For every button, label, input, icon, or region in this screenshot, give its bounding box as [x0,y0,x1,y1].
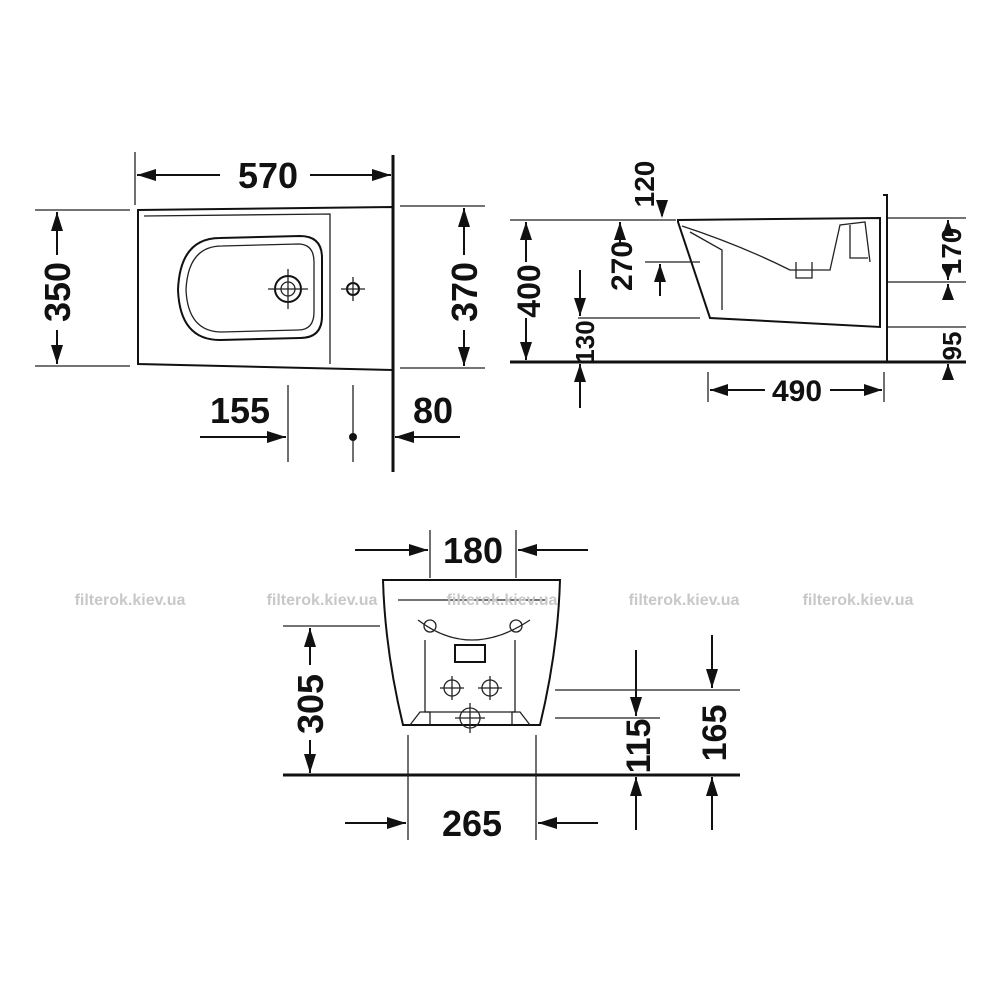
dim-front-165: 165 [696,705,734,762]
bowl-profile [681,221,871,271]
watermarks: filterok.kiev.ua filterok.kiev.ua filter… [75,592,914,609]
side-view: 120 270 400 130 170 9 [510,161,967,408]
dim-side-400: 400 [511,264,547,317]
top-view: 570 350 370 155 80 [35,152,485,472]
dim-side-130: 130 [570,320,600,363]
bidet-outline-side [677,216,881,329]
bowl-outline [176,234,323,342]
rim-inner-top [143,213,331,364]
dim-hole-wall: 80 [413,390,453,431]
watermark-1: filterok.kiev.ua [75,592,186,609]
watermark-4: filterok.kiev.ua [629,592,740,609]
dim-length: 570 [238,155,298,196]
dim-side-120: 120 [629,161,660,208]
fixing-left-icon [423,619,437,633]
dim-front-305: 305 [290,674,331,734]
dim-side-490: 490 [772,375,822,408]
dim-width-wall: 370 [444,262,485,322]
bidet-outline-top [137,205,394,372]
watermark-5: filterok.kiev.ua [803,592,914,609]
front-view: 180 305 265 115 165 [283,530,740,844]
dim-front-180: 180 [443,530,503,571]
dim-width: 350 [37,262,78,322]
dim-hole-front: 155 [210,390,270,431]
dim-front-265: 265 [442,803,502,844]
watermark-3: filterok.kiev.ua [447,592,558,609]
bidet-outline-front [381,579,562,726]
dim-side-95: 95 [937,332,967,361]
wall-line-side [883,194,888,362]
fixing-right-icon [509,619,523,633]
dim-side-170: 170 [936,228,967,275]
watermark-2: filterok.kiev.ua [267,592,378,609]
inlet-block [454,644,486,663]
dim-side-270: 270 [606,241,639,291]
dim-front-115: 115 [620,719,658,774]
bowl-inner-outline [185,243,315,333]
